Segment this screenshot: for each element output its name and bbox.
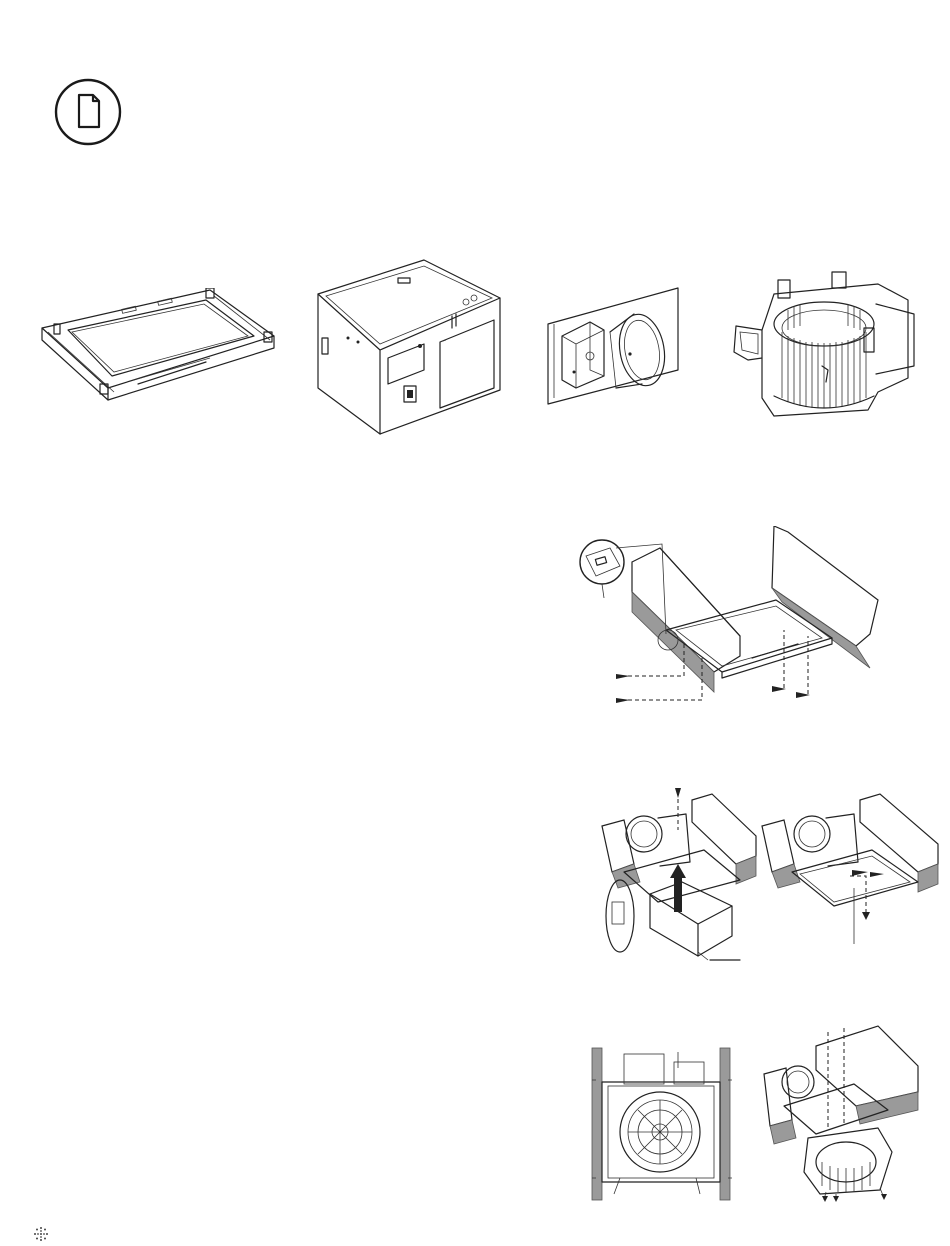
duct-connector-junction-box-illustration [544, 284, 684, 406]
blower-wheel-assembly-illustration [728, 270, 918, 420]
frame-to-joists-illustration [576, 526, 886, 716]
mounting-frame-illustration [38, 288, 278, 406]
document-icon [53, 77, 123, 147]
brand-dot-logo-icon [33, 1226, 49, 1242]
blower-install-illustration [588, 1022, 922, 1202]
housing-insert-illustration [600, 784, 942, 962]
housing-box-illustration [314, 258, 504, 436]
